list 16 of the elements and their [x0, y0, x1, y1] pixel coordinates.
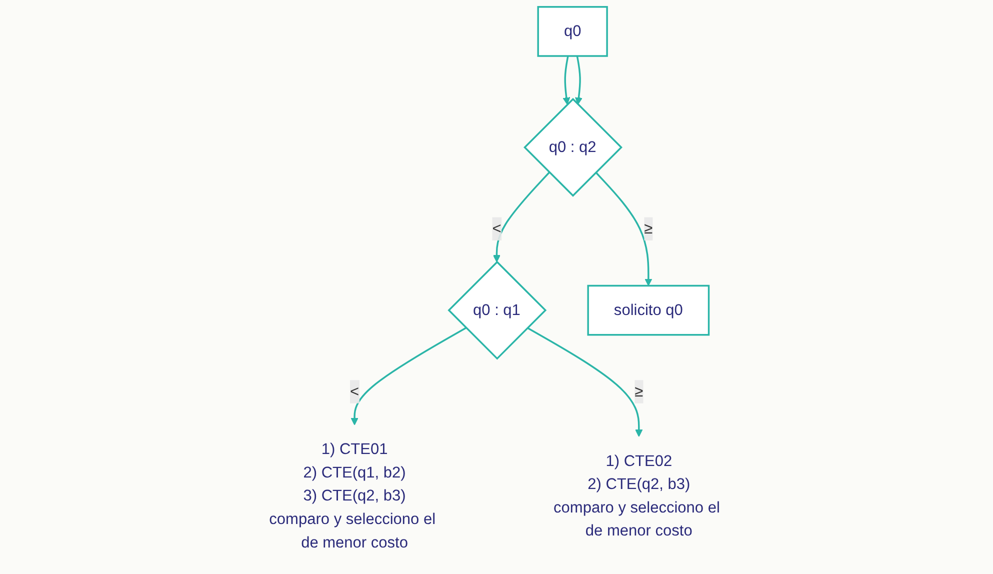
- arrow: [350, 327, 466, 426]
- node-box: solicito q0: [587, 284, 710, 336]
- arrow: [492, 172, 550, 262]
- edge-label: ≥: [634, 382, 643, 400]
- node-text: 1) CTE01 2) CTE(q1, b2) 3) CTE(q2, b3) comparo y selecciono el de menor costo: [268, 440, 436, 551]
- node-text: 1) CTE02 2) CTE(q2, b3) comparo y selecciono el de menor costo: [553, 452, 720, 540]
- arrow: [574, 56, 582, 105]
- edge-label: <: [492, 220, 502, 238]
- node-diamond: q0 : q2: [523, 98, 622, 197]
- arrow: [526, 327, 642, 437]
- node-box: q0: [537, 6, 608, 57]
- edge-label: ≥: [644, 220, 652, 238]
- node-diamond: q0 : q1: [447, 260, 546, 360]
- arrow: [595, 172, 652, 286]
- arrow: [562, 56, 570, 105]
- edge-label: <: [350, 382, 359, 400]
